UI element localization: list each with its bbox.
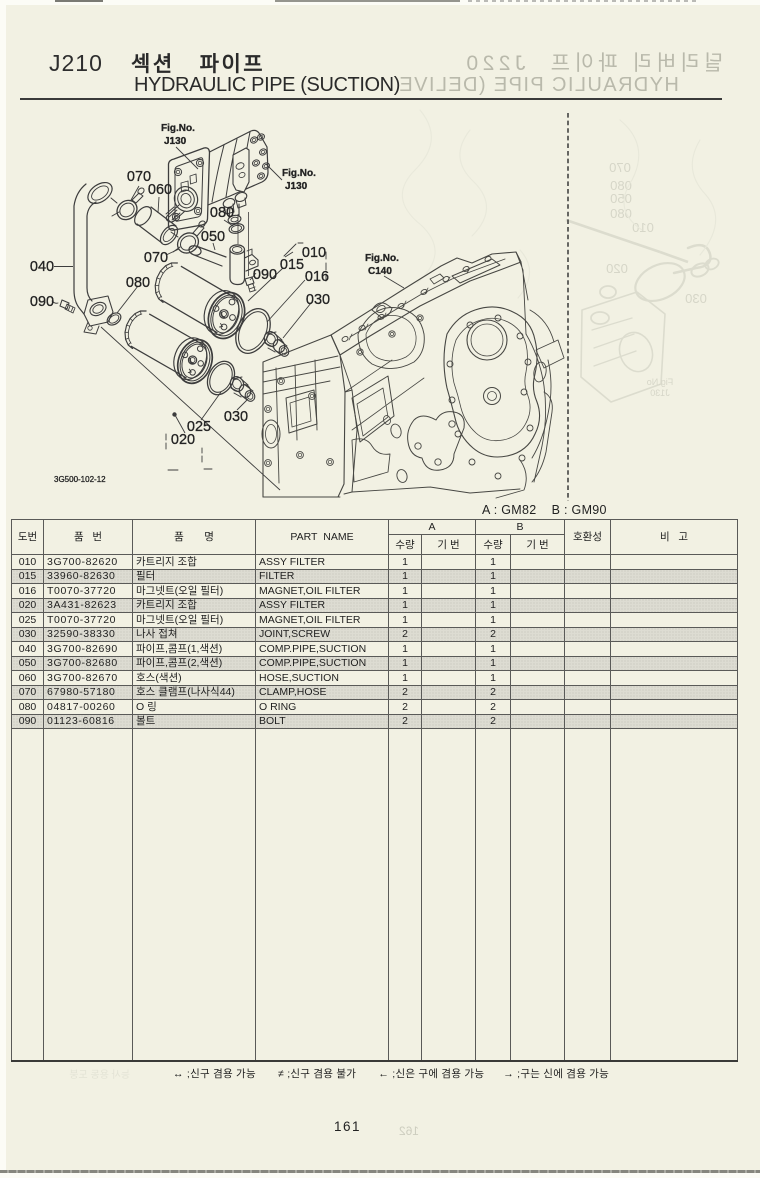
- svg-text:010: 010: [632, 220, 654, 235]
- svg-text:070: 070: [127, 169, 151, 185]
- svg-text:025: 025: [187, 419, 211, 435]
- svg-text:015: 015: [280, 257, 304, 273]
- svg-text:Fig.No: Fig.No: [647, 377, 674, 387]
- svg-text:090: 090: [253, 267, 277, 283]
- svg-text:Fig.No.: Fig.No.: [365, 253, 399, 264]
- svg-text:040: 040: [30, 259, 54, 275]
- svg-text:030: 030: [224, 409, 248, 425]
- svg-text:030: 030: [685, 291, 707, 306]
- svg-text:070: 070: [144, 250, 168, 266]
- svg-text:050: 050: [201, 229, 225, 245]
- svg-text:020: 020: [171, 432, 195, 448]
- svg-text:010: 010: [302, 245, 326, 261]
- svg-text:020: 020: [606, 261, 628, 276]
- svg-text:J130: J130: [650, 388, 670, 398]
- svg-text:J130: J130: [285, 181, 308, 192]
- svg-text:050: 050: [610, 191, 632, 206]
- svg-text:016: 016: [305, 269, 329, 285]
- svg-text:능사 용동 도붕: 능사 용동 도붕: [69, 1069, 130, 1081]
- svg-text:J130: J130: [164, 136, 187, 147]
- svg-text:030: 030: [306, 292, 330, 308]
- svg-text:090: 090: [30, 294, 54, 310]
- svg-text:080: 080: [126, 275, 150, 291]
- svg-text:060: 060: [148, 182, 172, 198]
- svg-text:080: 080: [210, 205, 234, 221]
- svg-text:Fig.No.: Fig.No.: [161, 123, 195, 134]
- svg-text:Fig.No.: Fig.No.: [282, 168, 316, 179]
- svg-text:C140: C140: [368, 266, 392, 277]
- svg-text:3G500-102-12: 3G500-102-12: [54, 475, 106, 484]
- svg-text:080: 080: [610, 206, 632, 221]
- svg-text:070: 070: [609, 160, 631, 175]
